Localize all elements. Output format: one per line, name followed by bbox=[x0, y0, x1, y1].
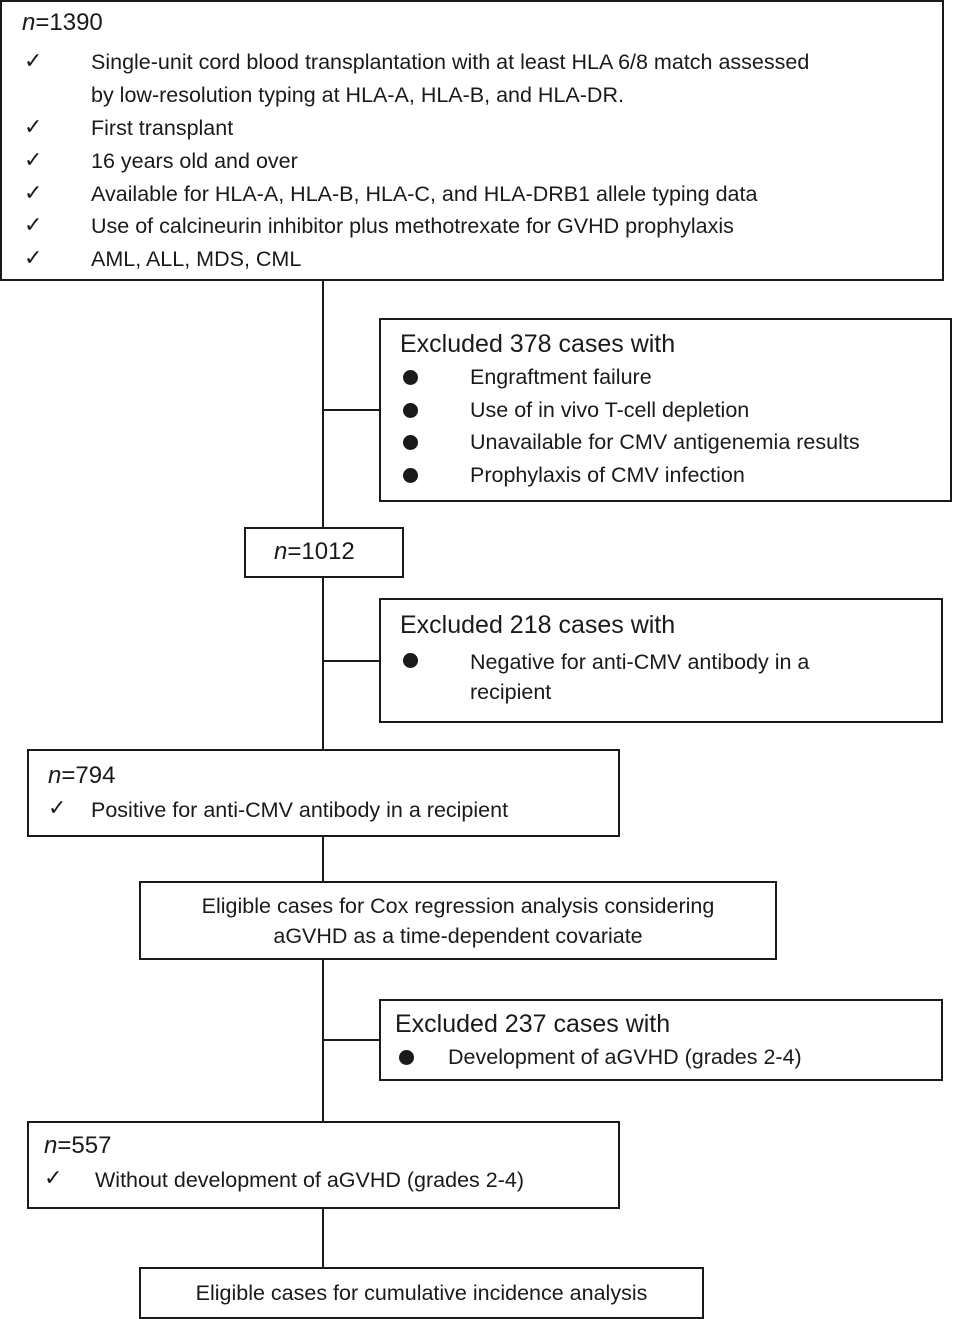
exclusion-title: Excluded 237 cases with bbox=[395, 1010, 671, 1038]
cumulative-incidence-box: Eligible cases for cumulative incidence … bbox=[139, 1267, 704, 1319]
check-icon: ✓ bbox=[24, 180, 43, 205]
bullet-icon bbox=[403, 370, 418, 385]
count-label-557: n=557 bbox=[44, 1131, 111, 1161]
inclusion-box: n=1390 ✓ Single-unit cord blood transpla… bbox=[0, 0, 944, 281]
cox-analysis-box: Eligible cases for Cox regression analys… bbox=[139, 881, 777, 960]
connector-main-5 bbox=[322, 1208, 324, 1268]
exclusion-item-agvhd: Development of aGVHD (grades 2-4) bbox=[448, 1045, 802, 1069]
criterion-cord-blood-line1: Single-unit cord blood transplantation w… bbox=[91, 50, 810, 74]
count-label-1390: n=1390 bbox=[22, 8, 103, 38]
bullet-icon bbox=[403, 653, 418, 668]
check-icon: ✓ bbox=[24, 48, 43, 73]
exclusion-item-antigenemia: Unavailable for CMV antigenemia results bbox=[470, 430, 860, 454]
count-value: =557 bbox=[57, 1132, 112, 1159]
bullet-icon bbox=[403, 403, 418, 418]
connector-main-2 bbox=[322, 577, 324, 750]
connector-main-3 bbox=[322, 836, 324, 882]
count-value: =1390 bbox=[35, 9, 103, 36]
criterion-cord-blood-line2: by low-resolution typing at HLA-A, HLA-B… bbox=[91, 83, 624, 107]
criterion-gvhd-prophylaxis: Use of calcineurin inhibitor plus methot… bbox=[91, 214, 734, 238]
criterion-first-transplant: First transplant bbox=[91, 116, 234, 140]
connector-branch-excl3 bbox=[322, 1039, 380, 1041]
check-icon: ✓ bbox=[24, 114, 43, 139]
count-box-557: n=557 ✓ Without development of aGVHD (gr… bbox=[27, 1121, 620, 1209]
count-label-1012: n=1012 bbox=[274, 537, 355, 567]
connector-main-1 bbox=[322, 279, 324, 528]
n-variable: n bbox=[48, 762, 62, 789]
connector-branch-excl1 bbox=[322, 409, 380, 411]
exclusion-title: Excluded 218 cases with bbox=[400, 611, 676, 639]
n-variable: n bbox=[44, 1132, 58, 1159]
exclusion-item-engraftment: Engraftment failure bbox=[470, 365, 652, 389]
check-icon: ✓ bbox=[24, 147, 43, 172]
criterion-diagnosis: AML, ALL, MDS, CML bbox=[91, 247, 302, 271]
count-value: =1012 bbox=[287, 538, 355, 565]
n-variable: n bbox=[274, 538, 288, 565]
bullet-icon bbox=[403, 468, 418, 483]
criterion-without-agvhd: Without development of aGVHD (grades 2-4… bbox=[95, 1168, 525, 1192]
exclusion-item-cmv-prophylaxis: Prophylaxis of CMV infection bbox=[470, 463, 745, 487]
exclusion-item-negative-line1: Negative for anti-CMV antibody in a bbox=[470, 650, 810, 674]
criterion-age: 16 years old and over bbox=[91, 149, 298, 173]
check-icon: ✓ bbox=[24, 212, 43, 237]
check-icon: ✓ bbox=[24, 245, 43, 270]
bullet-icon bbox=[399, 1050, 414, 1065]
cumulative-incidence-label: Eligible cases for cumulative incidence … bbox=[195, 1281, 648, 1305]
bullet-icon bbox=[403, 435, 418, 450]
connector-branch-excl2 bbox=[322, 660, 380, 662]
exclusion-item-negative-line2: recipient bbox=[470, 680, 552, 704]
n-variable: n bbox=[22, 9, 36, 36]
exclusion-title: Excluded 378 cases with bbox=[400, 330, 676, 358]
count-box-794: n=794 ✓ Positive for anti-CMV antibody i… bbox=[27, 749, 620, 837]
count-value: =794 bbox=[61, 762, 116, 789]
cox-analysis-line2: aGVHD as a time-dependent covariate bbox=[273, 924, 643, 948]
cox-analysis-line1: Eligible cases for Cox regression analys… bbox=[201, 894, 715, 918]
exclusion-item-tcell-depletion: Use of in vivo T-cell depletion bbox=[470, 398, 750, 422]
check-icon: ✓ bbox=[48, 795, 67, 820]
criterion-positive-cmv: Positive for anti-CMV antibody in a reci… bbox=[91, 798, 509, 822]
exclusion-box-237: Excluded 237 cases with Development of a… bbox=[379, 999, 943, 1081]
count-label-794: n=794 bbox=[48, 761, 115, 791]
exclusion-box-378: Excluded 378 cases with Engraftment fail… bbox=[379, 318, 952, 502]
count-box-1012: n=1012 bbox=[244, 527, 404, 578]
check-icon: ✓ bbox=[44, 1165, 63, 1190]
exclusion-box-218: Excluded 218 cases with Negative for ant… bbox=[379, 598, 943, 723]
criterion-allele-typing: Available for HLA-A, HLA-B, HLA-C, and H… bbox=[91, 182, 758, 206]
